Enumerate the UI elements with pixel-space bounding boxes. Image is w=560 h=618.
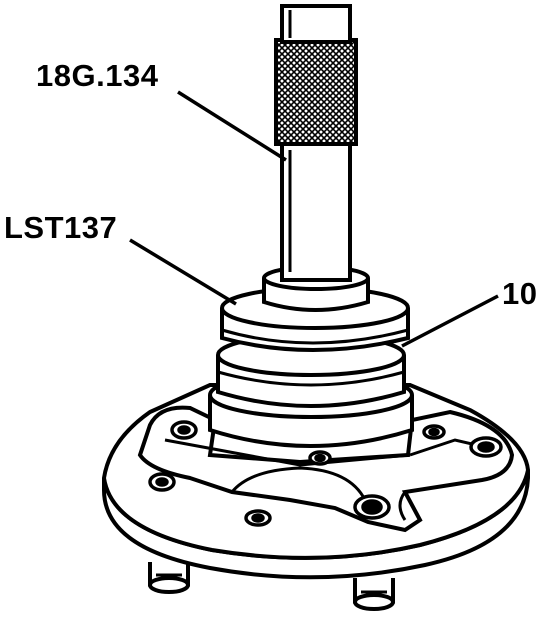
stud-left [148,562,190,594]
callout-part-number: 10 [502,276,538,311]
callout-tool-number: 18G.134 [36,58,159,93]
tool-shaft [274,4,358,282]
bolt-holes [148,420,503,527]
callout-adapter-number: LST137 [4,210,118,245]
stud-right [353,578,395,611]
leader-lines [129,90,499,348]
